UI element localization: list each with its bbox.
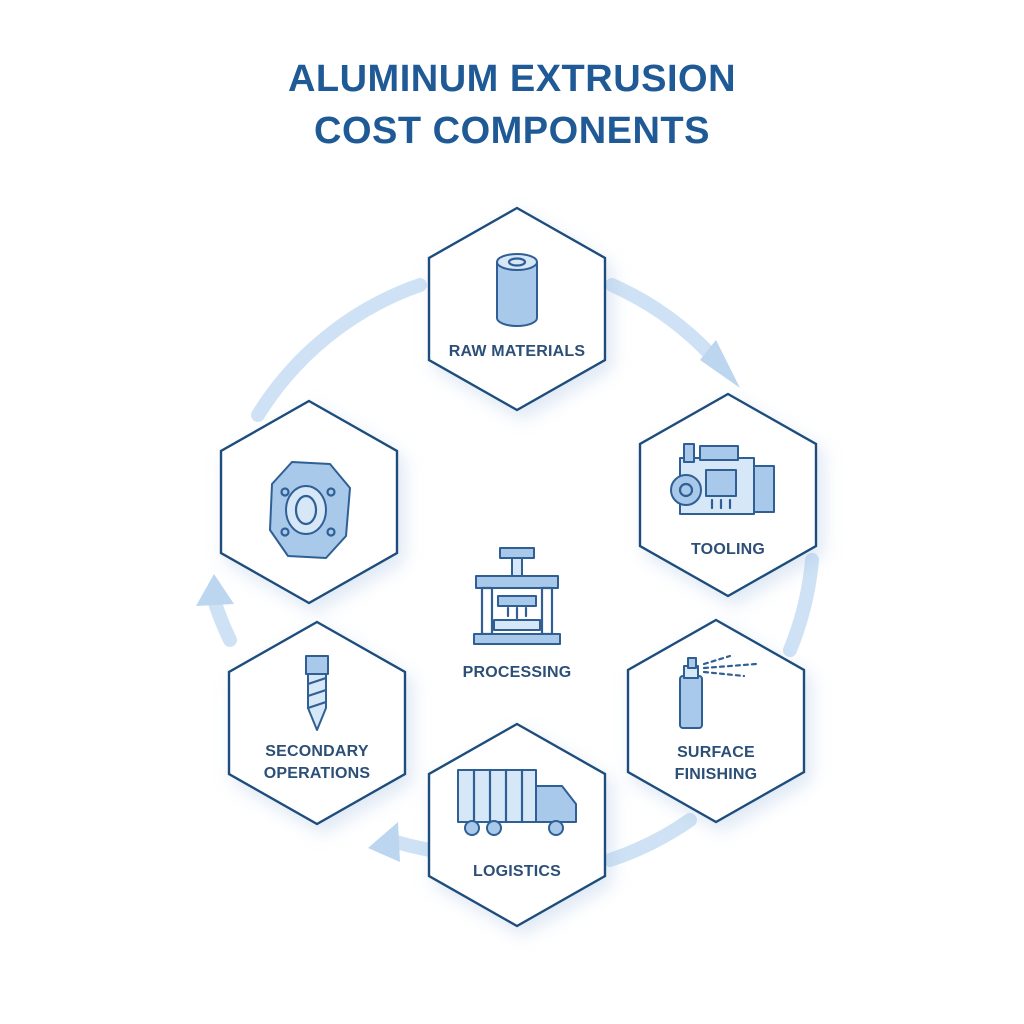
truck-icon <box>457 768 577 836</box>
title-line-1: ALUMINUM EXTRUSION <box>287 58 737 100</box>
node-secondary-operations: SECONDARY OPERATIONS <box>227 620 407 826</box>
node-surface-finishing: SURFACE FINISHING <box>626 618 806 824</box>
raw-materials-label: RAW MATERIALS <box>449 343 586 360</box>
node-raw-materials: RAW MATERIALS <box>427 206 607 412</box>
drill-bit-icon <box>305 655 329 731</box>
node-logistics: LOGISTICS <box>427 722 607 928</box>
spray-can-icon <box>679 654 758 729</box>
processing-label: PROCESSING <box>463 664 572 681</box>
node-extrusion-die <box>219 399 399 605</box>
aluminum-billet-icon <box>496 253 538 327</box>
surface-finishing-label-line-1: SURFACE <box>677 744 755 761</box>
extrusion-press-icon <box>473 547 561 645</box>
title-line-2: COST COMPONENTS <box>314 110 710 152</box>
node-tooling: TOOLING <box>638 392 818 598</box>
node-processing: PROCESSING <box>463 547 572 681</box>
secondary-operations-label-line-1: SECONDARY <box>265 743 369 760</box>
logistics-label: LOGISTICS <box>473 863 561 880</box>
tooling-label: TOOLING <box>691 541 765 558</box>
secondary-operations-label-line-2: OPERATIONS <box>264 765 371 782</box>
machine-gear-icon <box>670 443 775 515</box>
surface-finishing-label-line-2: FINISHING <box>675 766 758 783</box>
extrusion-die-icon <box>269 461 351 559</box>
